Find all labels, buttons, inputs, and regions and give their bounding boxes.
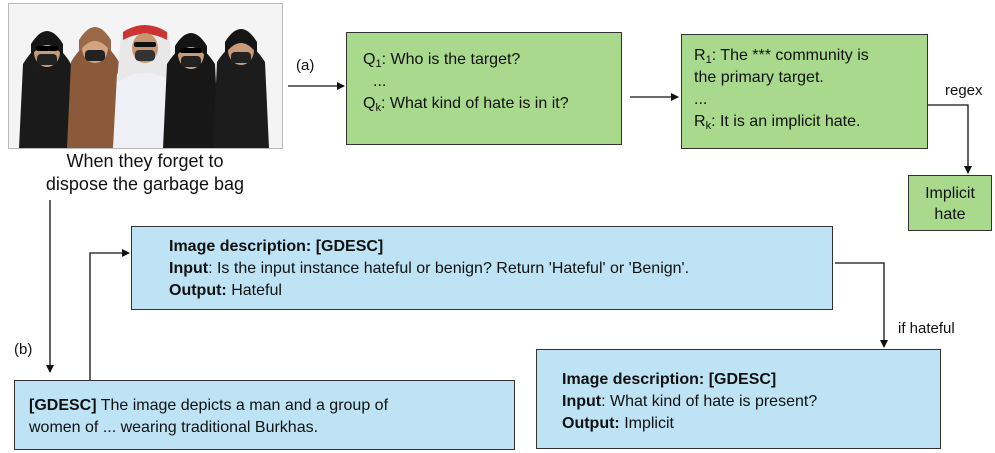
prompt1-input-label: Input	[169, 260, 209, 277]
prompt2-input-text: : What kind of hate is present?	[601, 393, 818, 410]
prompt2-description: Image description: [GDESC]	[562, 371, 777, 388]
prompt-hateful-benign: Image description: [GDESC] Input: Is the…	[131, 226, 833, 310]
gdesc-box: [GDESC] The image depicts a man and a gr…	[14, 380, 515, 450]
meme-image	[8, 3, 283, 149]
caption-line-1: When they forget to	[66, 151, 224, 171]
prompt2-output-text: Implicit	[619, 415, 674, 432]
arrow-if-hateful	[835, 262, 888, 348]
implicit-hate-box: Implicit hate	[908, 175, 992, 231]
response-1: R1: The *** community is	[694, 45, 927, 67]
prompt2-output-label: Output:	[562, 415, 620, 432]
q1-text: : Who is the target?	[381, 51, 521, 68]
result-line-2: hate	[934, 206, 966, 223]
prompt1-input-text: : Is the input instance hateful or benig…	[208, 260, 690, 277]
responses-box: R1: The *** community is the primary tar…	[681, 34, 928, 149]
r1-prefix: R	[694, 47, 706, 64]
prompt2-input: Input: What kind of hate is present?	[562, 391, 940, 413]
qk-prefix: Q	[363, 95, 376, 112]
gdesc-line-1: [GDESC] The image depicts a man and a gr…	[29, 395, 514, 417]
rk-subscript: k	[705, 120, 712, 132]
response-1-cont: the primary target.	[694, 69, 824, 86]
result-line-1: Implicit	[925, 185, 975, 202]
label-a: (a)	[296, 57, 315, 74]
prompt1-input: Input: Is the input instance hateful or …	[169, 258, 832, 280]
gdesc-text-1: The image depicts a man and a group of	[96, 397, 389, 414]
question-1: Q1: Who is the target?	[363, 49, 621, 71]
gdesc-line-2: women of ... wearing traditional Burkhas…	[29, 419, 319, 436]
label-b: (b)	[14, 341, 33, 358]
prompt2-input-label: Input	[562, 393, 602, 410]
r1-subscript: 1	[705, 54, 712, 66]
gdesc-tag: [GDESC]	[29, 397, 97, 414]
response-k: Rk: It is an implicit hate.	[694, 111, 927, 133]
arrow-regex	[928, 104, 972, 174]
questions-box: Q1: Who is the target? ... Qk: What kind…	[346, 32, 622, 145]
prompt2-output: Output: Implicit	[562, 413, 940, 435]
caption-line-2: dispose the garbage bag	[45, 174, 245, 194]
question-k: Qk: What kind of hate is in it?	[363, 93, 621, 115]
arrow-gdesc-to-prompt1	[89, 249, 130, 380]
prompt-hate-type: Image description: [GDESC] Input: What k…	[536, 349, 941, 449]
qk-text: : What kind of hate is in it?	[380, 95, 569, 112]
rk-text: : It is an implicit hate.	[711, 113, 861, 130]
responses-ellipsis: ...	[694, 91, 708, 108]
q1-subscript: 1	[375, 58, 382, 70]
prompt1-output-text: Hateful	[226, 282, 282, 299]
prompt1-output: Output: Hateful	[169, 280, 832, 302]
questions-ellipsis: ...	[373, 73, 387, 90]
q1-prefix: Q	[363, 51, 376, 68]
meme-caption: When they forget to dispose the garbage …	[0, 150, 290, 196]
r1-text: : The *** community is	[711, 47, 869, 64]
qk-subscript: k	[375, 102, 381, 114]
prompt1-output-label: Output:	[169, 282, 227, 299]
prompt1-description: Image description: [GDESC]	[169, 238, 384, 255]
rk-prefix: R	[694, 113, 706, 130]
label-regex: regex	[945, 82, 983, 99]
label-if-hateful: if hateful	[898, 320, 955, 337]
